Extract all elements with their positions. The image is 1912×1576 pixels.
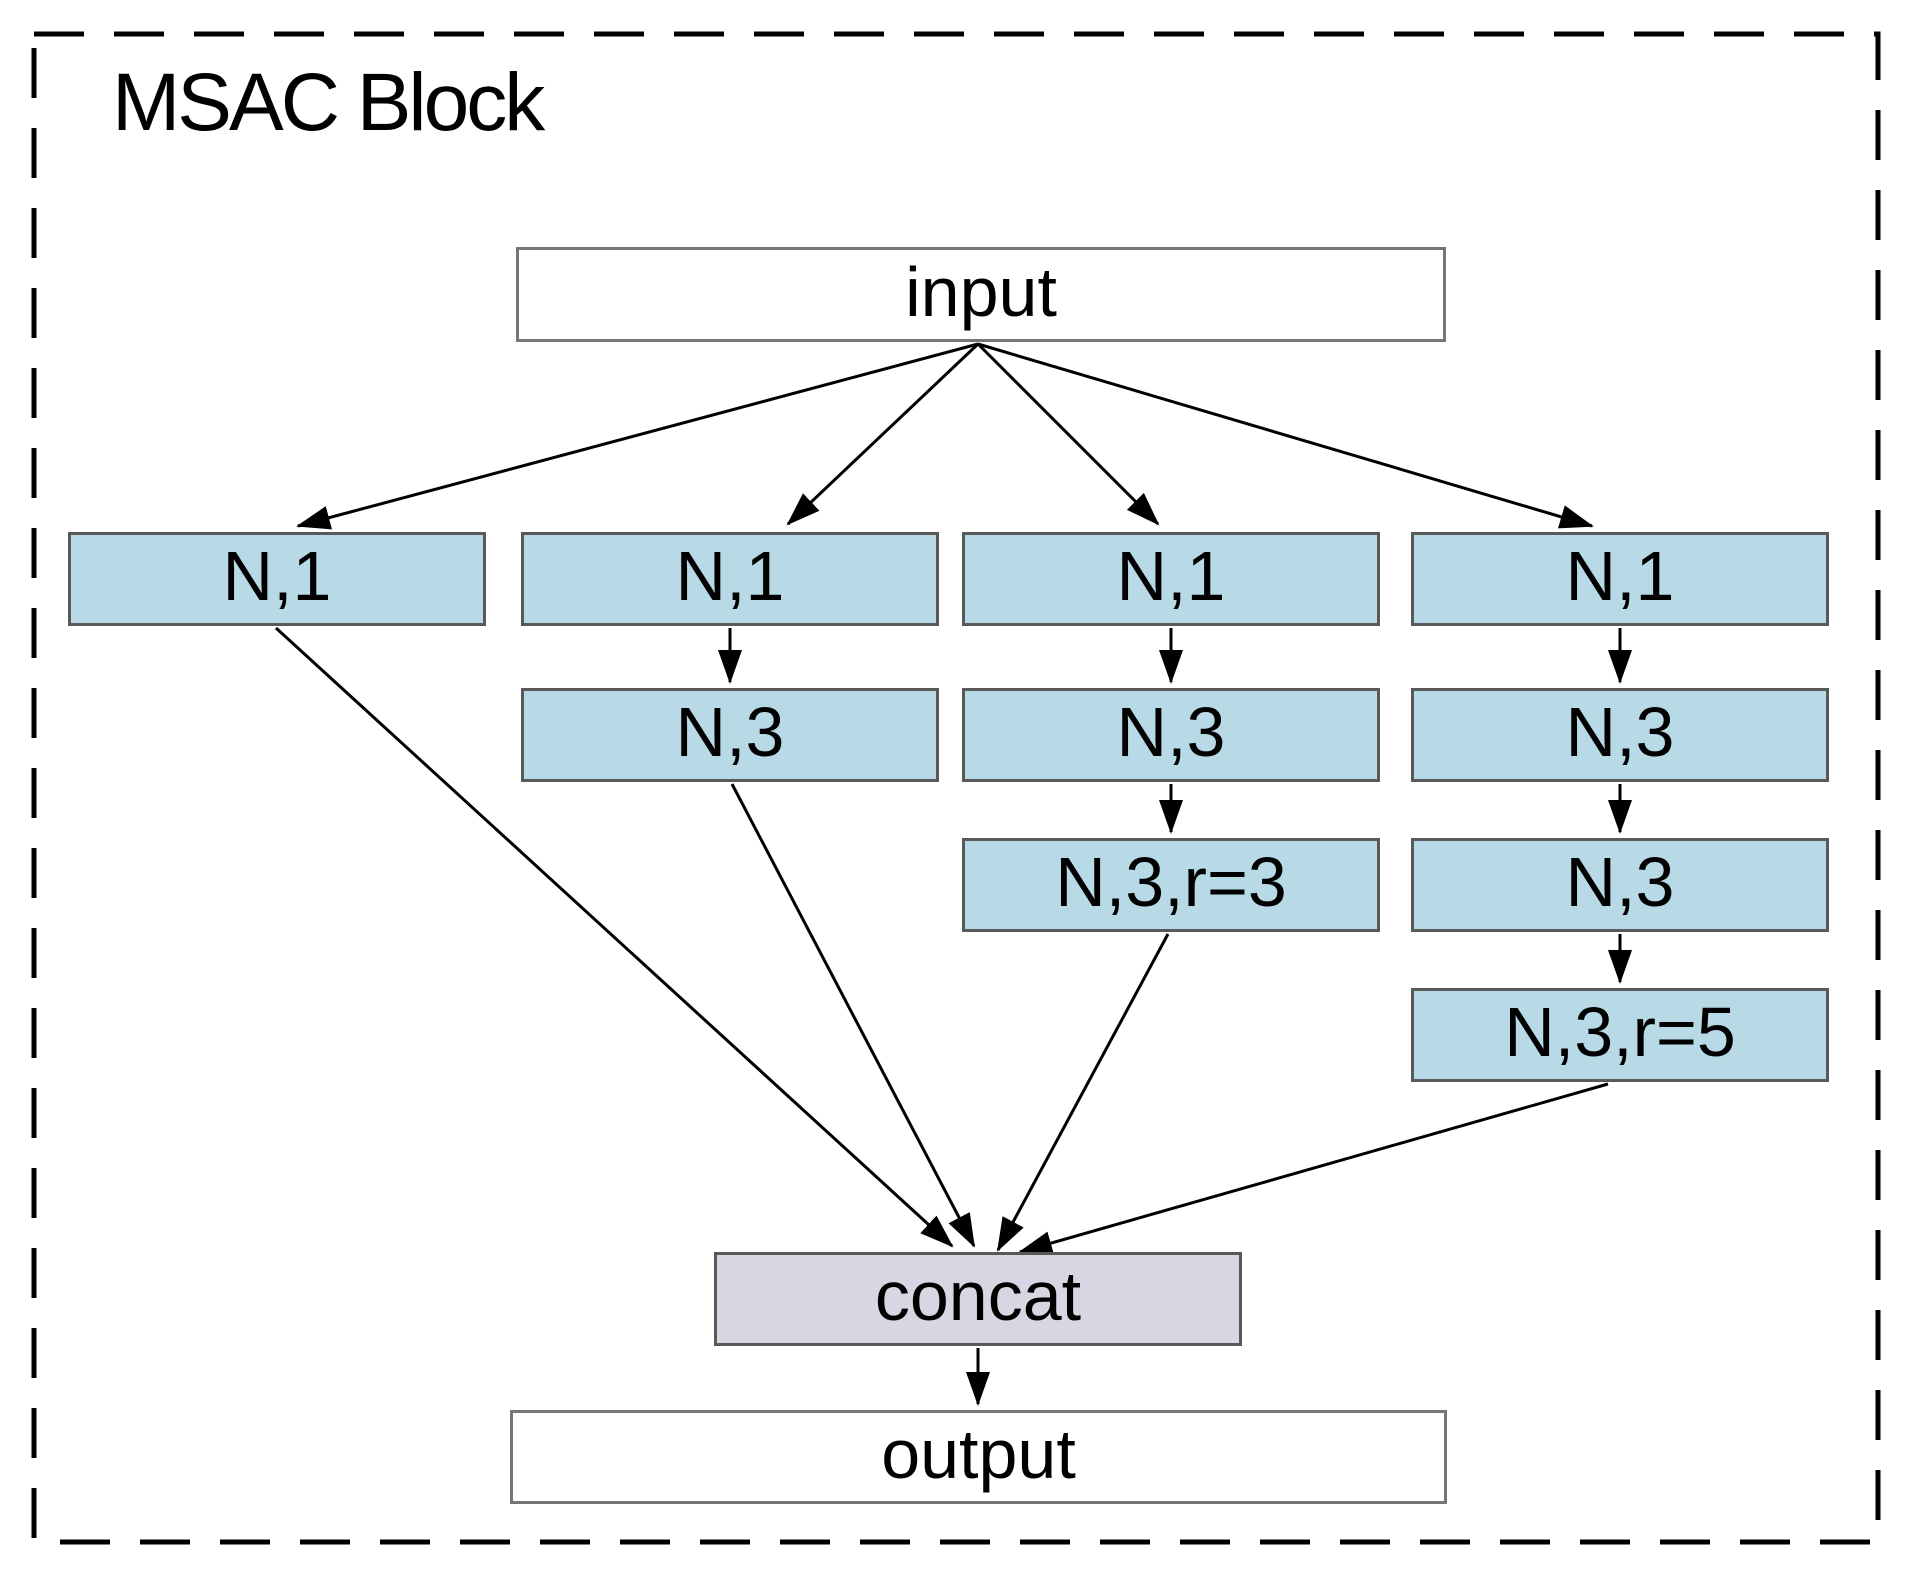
node-branch3-conv-n3-r3: N,3,r=3: [962, 838, 1380, 932]
node-input: input: [516, 247, 1446, 342]
node-branch2-conv-n3: N,3: [521, 688, 939, 782]
arrow-input-to-branch4-conv1: [977, 342, 1594, 529]
node-branch3-conv-n3: N,3: [962, 688, 1380, 782]
node-branch3-conv-n1: N,1: [962, 532, 1380, 626]
node-branch2-conv-n1: N,1: [521, 532, 939, 626]
diagram-title: MSAC Block: [112, 57, 545, 148]
node-branch1-conv-n1: N,1: [68, 532, 486, 626]
node-output: output: [510, 1410, 1447, 1504]
arrow-branch3-to-concat: [996, 933, 1170, 1252]
node-branch4-conv-n3-b: N,3: [1411, 838, 1829, 932]
arrow-branch2-to-concat: [730, 783, 976, 1248]
arrow-input-to-branch3-conv1: [976, 342, 1160, 526]
node-branch4-conv-n3-a: N,3: [1411, 688, 1829, 782]
arrow-branch1-to-concat: [274, 626, 954, 1248]
msac-block-dashed-border: [31, 31, 1881, 1545]
arrow-input-to-branch2-conv1: [786, 342, 980, 526]
arrow-branch4-to-concat: [1018, 1082, 1609, 1255]
arrow-input-to-branch1-conv1: [296, 342, 979, 530]
node-branch4-conv-n3-r5: N,3,r=5: [1411, 988, 1829, 1082]
node-branch4-conv-n1: N,1: [1411, 532, 1829, 626]
node-concat: concat: [714, 1252, 1242, 1346]
